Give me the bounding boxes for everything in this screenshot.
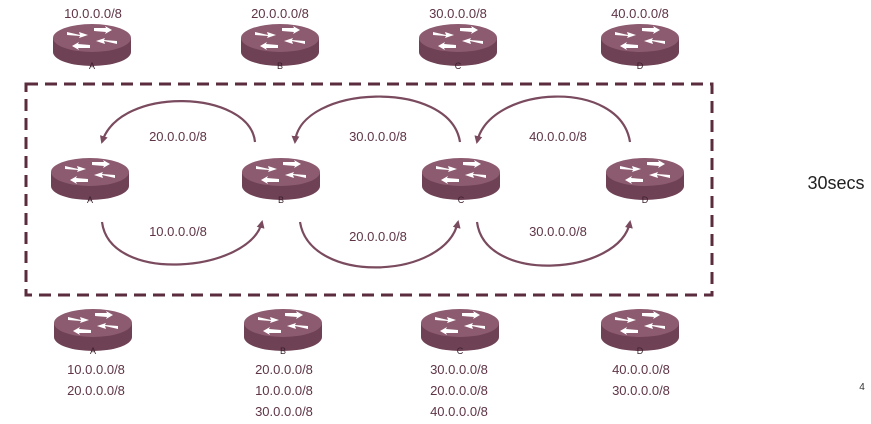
- label-b-to-a: 20.0.0.0/8: [149, 129, 207, 144]
- arrow-c-to-d: [475, 220, 633, 267]
- bottom-row: A B C D 10.0.0.0/8 20.0.0.0/8 20.0.0.0/8…: [54, 309, 679, 419]
- bottom-router-d-label: D: [637, 346, 644, 356]
- top-router-b-label: B: [277, 61, 283, 71]
- bottom-router-c-label: C: [457, 346, 464, 356]
- bottom-router-a-label: A: [90, 346, 96, 356]
- middle-router-d-label: D: [642, 195, 649, 205]
- top-network-c: 30.0.0.0/8: [429, 6, 487, 21]
- bottom-router-a-icon: [54, 309, 132, 351]
- top-router-d-icon: [601, 24, 679, 66]
- routing-table-a-entry-2: 20.0.0.0/8: [67, 383, 125, 398]
- top-router-a-label: A: [89, 61, 95, 71]
- middle-router-a-icon: [51, 158, 129, 200]
- label-a-to-b: 10.0.0.0/8: [149, 224, 207, 239]
- arrow-b-to-a: [100, 100, 257, 144]
- bottom-router-b-label: B: [280, 346, 286, 356]
- top-network-d: 40.0.0.0/8: [611, 6, 669, 21]
- top-router-b-icon: [241, 24, 319, 66]
- top-network-a: 10.0.0.0/8: [64, 6, 122, 21]
- top-router-d-label: D: [637, 61, 644, 71]
- bottom-router-d-icon: [601, 309, 679, 351]
- top-router-c-label: C: [455, 61, 462, 71]
- middle-router-a-label: A: [87, 195, 93, 205]
- routing-table-b-entry-2: 10.0.0.0/8: [255, 383, 313, 398]
- bottom-router-c-icon: [421, 309, 499, 351]
- routing-table-d-entry-1: 40.0.0.0/8: [612, 362, 670, 377]
- update-timer: 30secs: [807, 173, 864, 193]
- middle-router-d-icon: [606, 158, 684, 200]
- middle-row: A B C D: [51, 158, 684, 205]
- update-arrows: [100, 95, 633, 269]
- arrow-b-to-c: [298, 220, 461, 269]
- routing-table-d-entry-2: 30.0.0.0/8: [612, 383, 670, 398]
- bottom-router-b-icon: [244, 309, 322, 351]
- label-b-to-c: 20.0.0.0/8: [349, 229, 407, 244]
- routing-table-b-entry-3: 30.0.0.0/8: [255, 404, 313, 419]
- routing-table-c-entry-2: 20.0.0.0/8: [430, 383, 488, 398]
- label-d-to-c: 40.0.0.0/8: [529, 129, 587, 144]
- routing-table-c-entry-1: 30.0.0.0/8: [430, 362, 488, 377]
- top-network-b: 20.0.0.0/8: [251, 6, 309, 21]
- middle-router-c-label: C: [458, 195, 465, 205]
- routing-table-a-entry-1: 10.0.0.0/8: [67, 362, 125, 377]
- routing-table-c-entry-3: 40.0.0.0/8: [430, 404, 488, 419]
- middle-router-c-icon: [422, 158, 500, 200]
- top-router-c-icon: [419, 24, 497, 66]
- arrow-d-to-c: [474, 95, 632, 144]
- top-router-a-icon: [53, 24, 131, 66]
- arrow-c-to-b: [291, 95, 462, 144]
- arrow-a-to-b: [100, 220, 265, 266]
- page-number: 4: [859, 382, 865, 393]
- middle-router-b-icon: [242, 158, 320, 200]
- label-c-to-d: 30.0.0.0/8: [529, 224, 587, 239]
- top-row: 10.0.0.0/8 20.0.0.0/8 30.0.0.0/8 40.0.0.…: [53, 6, 679, 71]
- middle-router-b-label: B: [278, 195, 284, 205]
- update-exchange-boundary: [24, 82, 714, 297]
- routing-table-b-entry-1: 20.0.0.0/8: [255, 362, 313, 377]
- label-c-to-b: 30.0.0.0/8: [349, 129, 407, 144]
